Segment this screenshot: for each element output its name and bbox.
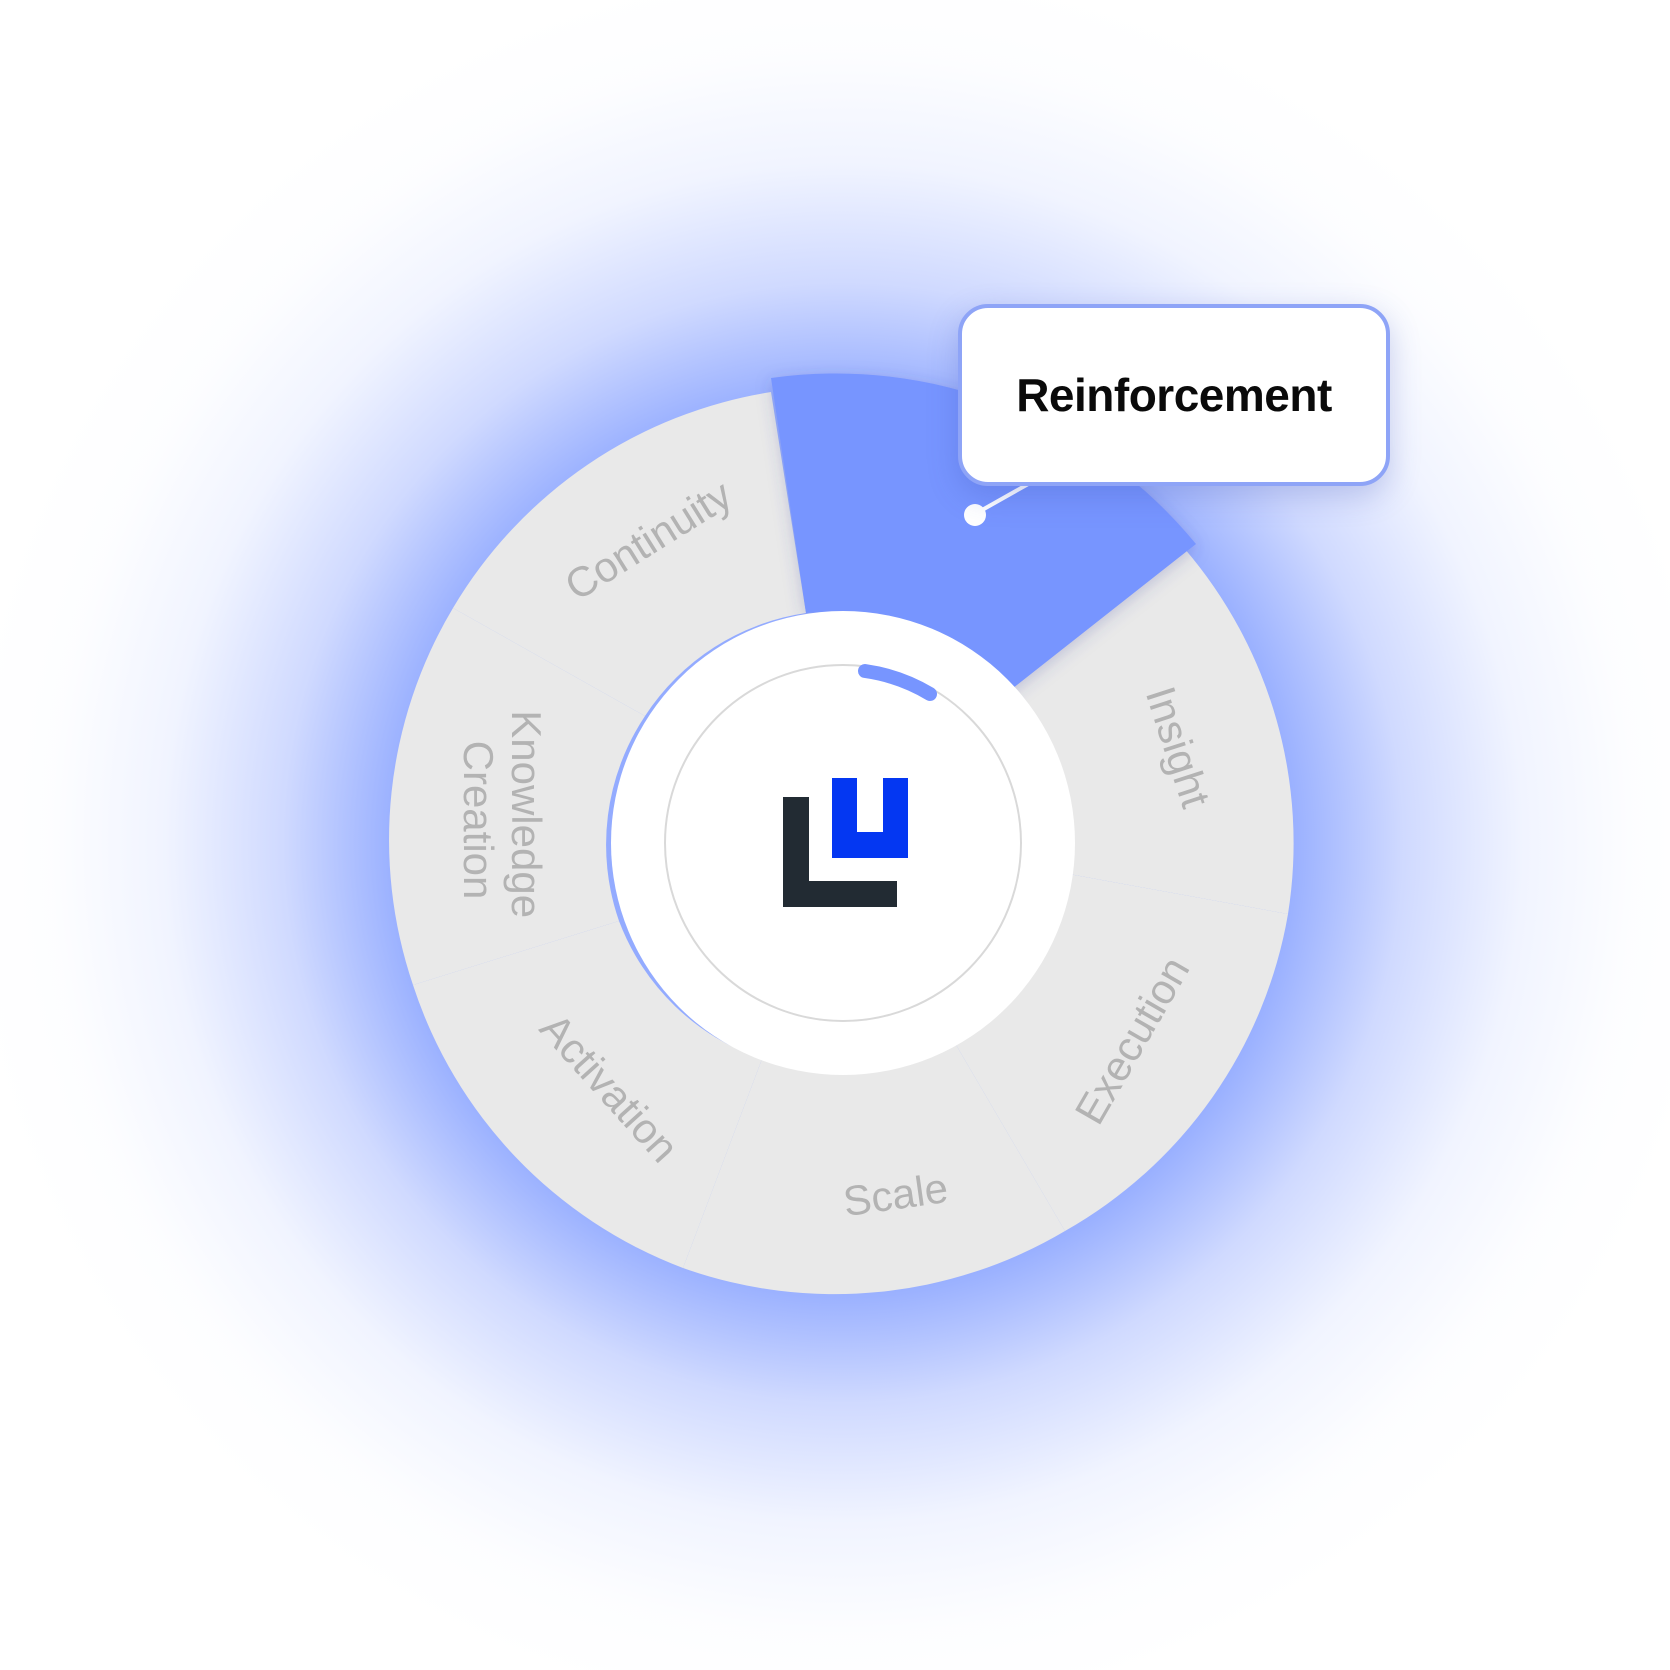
segment-label-knowledge-creation: Knowledge Creation <box>455 710 550 930</box>
callout-pointer-dot <box>964 504 986 526</box>
segment-label-knowledge: Knowledge <box>503 710 550 918</box>
brand-logo-icon <box>783 778 908 907</box>
callout-pointer-line <box>973 481 1032 516</box>
segment-scale[interactable] <box>683 1038 1065 1295</box>
active-segment-callout: Reinforcement <box>958 304 1390 486</box>
segment-insight[interactable] <box>1003 548 1294 914</box>
segment-knowledge-creation[interactable] <box>389 608 645 985</box>
segment-activation[interactable] <box>413 921 762 1268</box>
segment-continuity[interactable] <box>453 392 806 716</box>
center-inner-ring <box>664 664 1022 1022</box>
progress-arc <box>858 664 937 701</box>
callout-title: Reinforcement <box>1016 369 1332 421</box>
segment-label-creation: Creation <box>455 741 502 900</box>
